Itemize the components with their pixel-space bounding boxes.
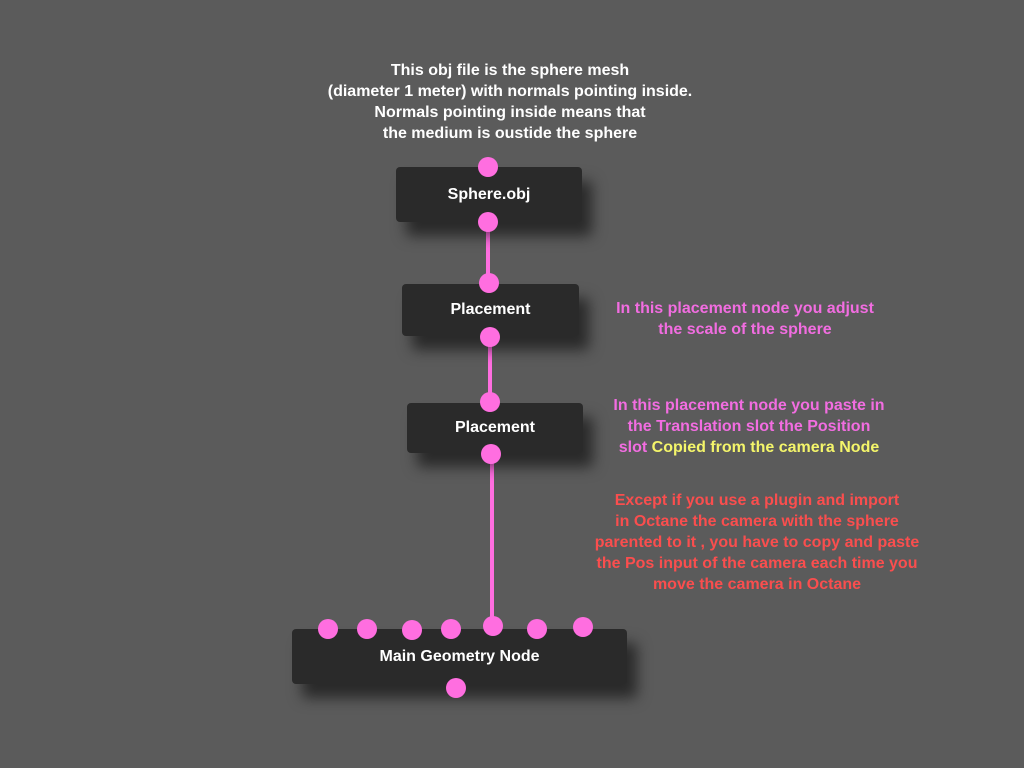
note-line: This obj file is the sphere mesh: [390, 62, 630, 79]
note-line: the Translation slot the Position: [627, 418, 871, 435]
connection-wire: [488, 337, 492, 403]
note-line: Normals pointing inside means that: [374, 104, 646, 121]
note-line: the medium is oustide the sphere: [382, 125, 638, 142]
input-pin[interactable]: [318, 619, 338, 639]
input-pin[interactable]: [402, 620, 422, 640]
input-pin[interactable]: [478, 157, 498, 177]
main-geometry-node[interactable]: Main Geometry Node: [292, 629, 627, 684]
output-pin[interactable]: [478, 212, 498, 232]
node-label: Placement: [450, 301, 531, 318]
translation-note: In this placement node you paste in the …: [569, 395, 929, 458]
node-label: Main Geometry Node: [379, 647, 540, 665]
note-line: move the camera in Octane: [652, 576, 862, 593]
note-line: Except if you use a plugin and import: [614, 492, 900, 509]
input-pin[interactable]: [357, 619, 377, 639]
scale-note: In this placement node you adjust the sc…: [570, 298, 920, 340]
note-line: slot Copied from the camera Node: [569, 437, 929, 458]
note-line: (diameter 1 meter) with normals pointing…: [327, 83, 693, 100]
exception-note: Except if you use a plugin and import in…: [547, 490, 967, 595]
output-pin[interactable]: [446, 678, 466, 698]
note-line: the Pos input of the camera each time yo…: [596, 555, 918, 572]
input-pin[interactable]: [479, 273, 499, 293]
connection-wire: [486, 222, 490, 284]
input-pin[interactable]: [480, 392, 500, 412]
note-text: slot: [618, 439, 652, 456]
note-line: parented to it , you have to copy and pa…: [594, 534, 920, 551]
connection-wire: [490, 454, 494, 628]
input-pin[interactable]: [573, 617, 593, 637]
input-pin[interactable]: [527, 619, 547, 639]
input-pin[interactable]: [483, 616, 503, 636]
output-pin[interactable]: [481, 444, 501, 464]
note-line: in Octane the camera with the sphere: [615, 513, 899, 530]
node-label: Placement: [454, 419, 536, 436]
node-label: Sphere.obj: [447, 185, 531, 203]
note-highlight: Copied from the camera Node: [651, 439, 880, 456]
note-line: In this placement node you paste in: [613, 397, 885, 414]
note-line: the scale of the sphere: [658, 321, 832, 338]
note-line: In this placement node you adjust: [616, 300, 874, 317]
input-pin[interactable]: [441, 619, 461, 639]
sphere-description-note: This obj file is the sphere mesh (diamet…: [260, 60, 760, 144]
output-pin[interactable]: [480, 327, 500, 347]
